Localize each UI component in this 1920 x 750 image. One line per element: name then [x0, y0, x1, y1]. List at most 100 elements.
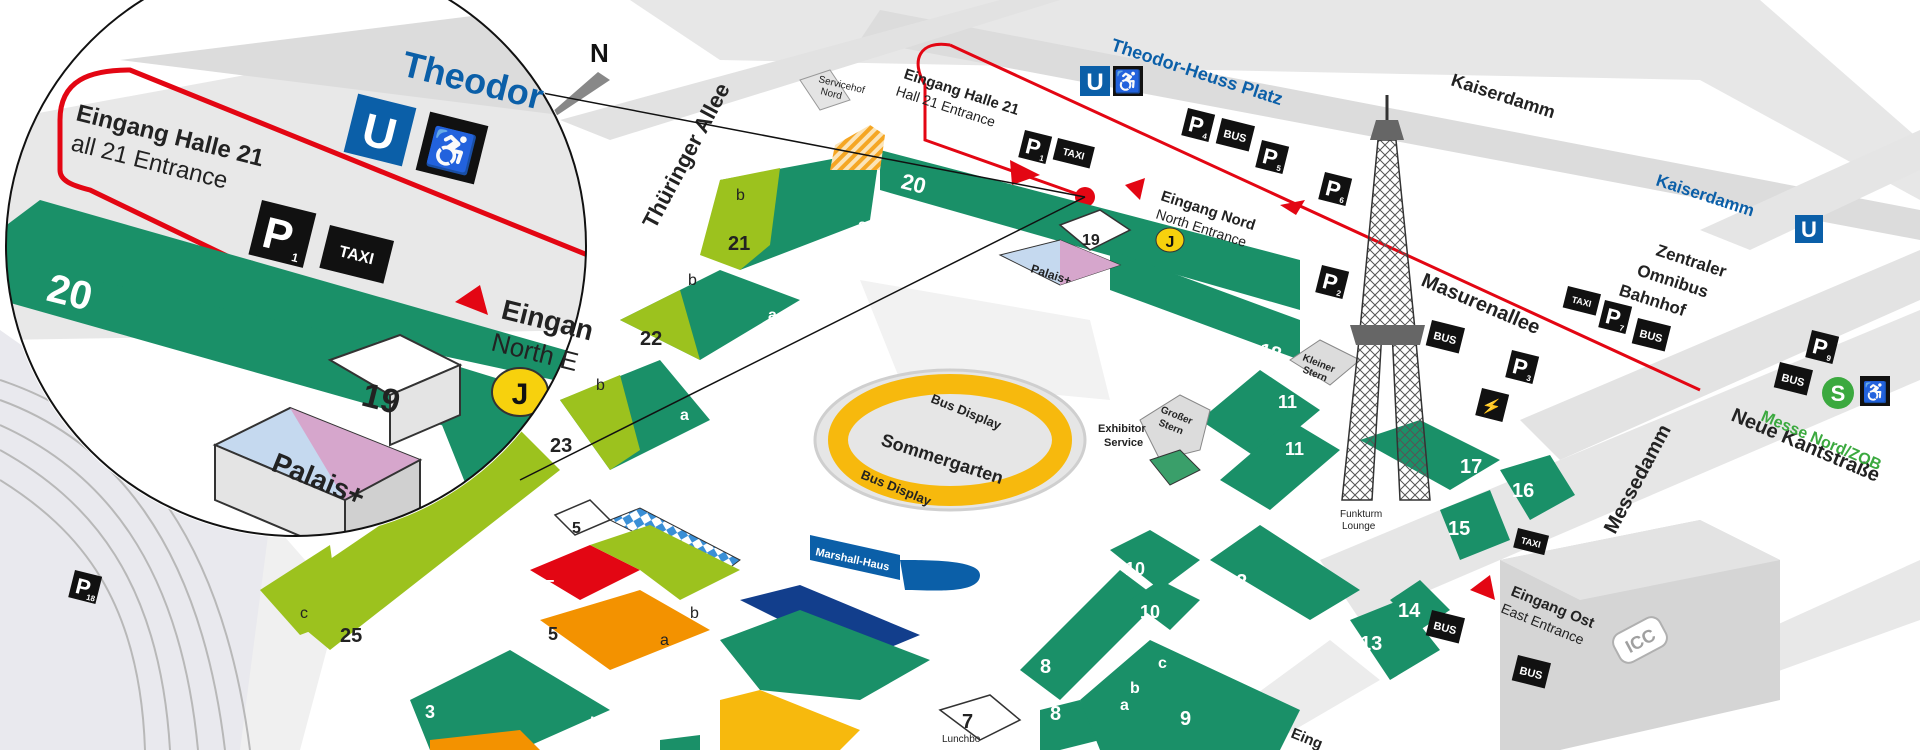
hall-25c[interactable]	[260, 545, 340, 635]
hall-10-2-label: 10	[1125, 559, 1145, 579]
hall-5-1-a-label: a	[660, 632, 669, 649]
svg-text:P: P	[1603, 303, 1623, 331]
hall-5-2-b-label: b	[690, 605, 699, 622]
hall-22b[interactable]	[620, 290, 700, 360]
svg-text:P: P	[1260, 143, 1280, 171]
bus-sign-icc[interactable]: BUS	[1511, 655, 1551, 689]
hall-10-2[interactable]	[1110, 530, 1200, 590]
hall-9[interactable]	[1080, 640, 1300, 750]
lunchbox-label: Lunchbo	[942, 734, 981, 745]
hall-12[interactable]	[1210, 525, 1360, 620]
taxi-sign-north[interactable]: TAXI	[1052, 138, 1095, 169]
svg-text:BUS: BUS	[1518, 665, 1543, 682]
marshall-haus[interactable]	[810, 535, 900, 580]
hall-6-2[interactable]	[720, 610, 930, 700]
svg-text:1: 1	[1038, 153, 1045, 163]
hall-15[interactable]	[1440, 490, 1510, 560]
bus-sign-messe-nord[interactable]: BUS	[1773, 362, 1813, 396]
svg-text:BUS: BUS	[1222, 128, 1247, 145]
svg-text:P: P	[1510, 353, 1530, 381]
svg-text:TAXI: TAXI	[1571, 295, 1593, 310]
hall-23-b: b	[596, 377, 605, 394]
hall-11-1[interactable]	[1220, 420, 1340, 510]
hall-5-1[interactable]	[540, 590, 710, 670]
hall-5-3-label: 5	[572, 520, 581, 537]
funkturm-l2: Lounge	[1342, 521, 1376, 532]
hall-3-1	[430, 730, 540, 750]
wheelchair-icon-s: ♿	[1863, 380, 1888, 404]
parking-p1[interactable]: P1	[1018, 130, 1053, 164]
route-arrow-hall21	[1010, 160, 1040, 185]
svg-text:U: U	[1086, 69, 1103, 96]
hall-21-connector	[830, 125, 885, 170]
hall-10-1[interactable]	[1130, 580, 1200, 630]
svg-text:9: 9	[1825, 353, 1832, 363]
hall-5-3[interactable]	[553, 499, 612, 536]
hall-23b[interactable]	[560, 375, 640, 470]
hall-5-2-label: 5	[545, 577, 555, 597]
parking-p7[interactable]: P7	[1598, 300, 1633, 334]
ev-charging-sign[interactable]: ⚡	[1475, 388, 1510, 422]
hall-15-label: 15	[1448, 518, 1470, 540]
svg-text:S: S	[1831, 381, 1846, 406]
hall-13[interactable]	[1350, 600, 1440, 680]
parking-p9[interactable]: P9	[1805, 330, 1840, 364]
zoom-j-badge: J	[512, 378, 529, 411]
bus-sign-masuren[interactable]: BUS	[1425, 320, 1465, 354]
bus-sign-zob[interactable]: BUS	[1631, 318, 1671, 352]
hall-6-1	[720, 690, 860, 750]
hall-21-label: 21	[728, 233, 750, 255]
u-bahn-kaiserdamm[interactable]: U	[1795, 215, 1823, 243]
svg-text:1: 1	[290, 250, 300, 265]
hall-3-2-label: 3	[425, 702, 435, 722]
hall-16-label: 16	[1512, 480, 1534, 502]
hall-7[interactable]	[938, 694, 1022, 741]
u-bahn-theodor[interactable]: U ♿	[1080, 66, 1143, 96]
hall-16[interactable]	[1500, 455, 1575, 520]
hall-8-2[interactable]	[1020, 570, 1160, 700]
svg-text:P: P	[1023, 133, 1043, 161]
hall-18[interactable]	[1110, 250, 1300, 360]
hall-11-2[interactable]	[1200, 370, 1320, 460]
servicehof-l2: Nord	[819, 86, 843, 102]
zoom-hall-20: 20	[43, 266, 97, 319]
svg-text:2: 2	[1335, 288, 1342, 298]
funkturm-tower[interactable]: Funkturm Lounge	[1340, 95, 1431, 532]
entrance-sued-de: Eing	[1289, 725, 1326, 750]
hall-6-2-a-label: a	[730, 662, 739, 679]
taxi-sign-east[interactable]: TAXI	[1513, 528, 1550, 556]
hall-19[interactable]	[1058, 209, 1132, 251]
hall-20-label: 20	[899, 169, 929, 199]
hall-5-2[interactable]	[530, 545, 640, 600]
hall-22-b: b	[688, 272, 697, 289]
bus-sign-east[interactable]: BUS	[1425, 610, 1465, 644]
bus-sign-north[interactable]: BUS	[1215, 118, 1255, 152]
svg-text:7: 7	[1618, 323, 1625, 333]
s-bahn-messe-nord[interactable]: S ♿	[1822, 376, 1890, 409]
hall-3-2-b-label: b	[590, 715, 600, 732]
exhibitor-l2: Service	[1104, 437, 1143, 449]
hall-6-1-side	[660, 735, 700, 750]
svg-text:TAXI: TAXI	[1061, 147, 1085, 163]
taxi-sign-zob[interactable]: TAXI	[1562, 286, 1601, 316]
svg-text:BUS: BUS	[1432, 330, 1457, 347]
sommergarten[interactable]: Sommergarten Bus Display Bus Display	[813, 368, 1087, 512]
parking-p4[interactable]: P4	[1181, 108, 1216, 142]
parking-p2[interactable]: P2	[1315, 265, 1350, 299]
parking-p3[interactable]: P3	[1505, 350, 1540, 384]
svg-text:U: U	[1801, 217, 1817, 242]
parking-p18[interactable]: P18	[68, 570, 103, 604]
hall-25-c: c	[300, 605, 308, 622]
icc-building: ICC	[1500, 520, 1780, 750]
hall-25[interactable]	[270, 430, 560, 650]
hall-3-2[interactable]	[410, 650, 610, 750]
compass-n: N	[590, 38, 609, 68]
parking-p6[interactable]: P6	[1318, 172, 1353, 206]
svg-text:18: 18	[85, 593, 96, 604]
hall-21b[interactable]	[700, 168, 780, 270]
hall-5-2-b[interactable]	[590, 525, 740, 600]
hall-17[interactable]	[1360, 420, 1500, 490]
svg-text:BUS: BUS	[1638, 328, 1663, 345]
hall-8-2-label: 8	[1040, 656, 1051, 678]
parking-p5[interactable]: P5	[1255, 140, 1290, 174]
